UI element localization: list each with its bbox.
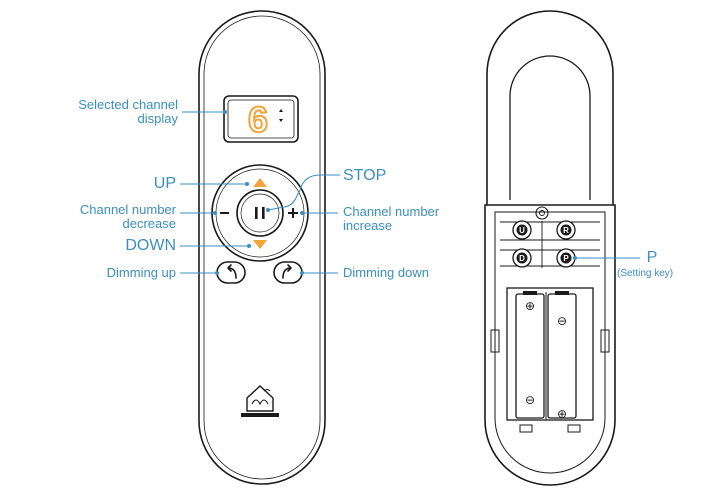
- svg-text:U: U: [519, 226, 525, 235]
- dimming-down-button[interactable]: [273, 261, 303, 284]
- label-stop: STOP: [343, 167, 387, 184]
- label-channel-increase: Channel number increase: [343, 204, 440, 233]
- brand-logo: [241, 385, 279, 417]
- svg-text:P: P: [563, 254, 569, 263]
- battery-left-plus: ⊕: [525, 299, 535, 313]
- back-remote-cavity: [494, 211, 606, 474]
- battery-right-plus: ⊕: [557, 407, 567, 421]
- back-clip-inner: [509, 55, 591, 200]
- screw-icon: [535, 206, 549, 220]
- label-setting-key: (Setting key): [617, 268, 674, 279]
- label-channel-decrease: Channel number decrease: [79, 202, 176, 231]
- leader-dots: [213, 110, 577, 275]
- battery-right-minus: ⊖: [557, 314, 567, 328]
- pause-icon[interactable]: [255, 207, 265, 219]
- back-button-d[interactable]: D: [512, 248, 532, 268]
- label-selected-channel: Selected channel display: [78, 97, 178, 126]
- dimming-down-icon: [282, 264, 292, 279]
- battery-left-minus: ⊖: [525, 393, 535, 407]
- back-button-r[interactable]: R: [556, 220, 576, 240]
- plus-icon[interactable]: [288, 208, 298, 218]
- label-up: UP: [153, 175, 176, 192]
- channel-display: 6: [223, 95, 299, 143]
- front-remote: 6: [198, 10, 326, 485]
- battery-compartment: ⊕ ⊖ ⊖ ⊕: [506, 287, 594, 421]
- svg-text:D: D: [519, 254, 525, 263]
- dimming-up-button[interactable]: [216, 261, 246, 284]
- leader-lines: [180, 111, 640, 274]
- label-dimming-down: Dimming down: [343, 265, 429, 280]
- back-remote: U R D P: [484, 10, 616, 486]
- back-button-u[interactable]: U: [512, 220, 532, 240]
- label-p: P: [646, 249, 658, 266]
- label-dimming-up: Dimming up: [106, 265, 176, 280]
- side-tabs: [490, 329, 610, 433]
- direction-pad[interactable]: [211, 164, 309, 262]
- front-remote-inner-outline: [203, 15, 321, 480]
- svg-text:R: R: [563, 226, 569, 235]
- channel-up-indicator: [279, 109, 283, 112]
- channel-digit: 6: [248, 99, 268, 140]
- label-down: DOWN: [125, 237, 176, 254]
- back-button-p[interactable]: P: [556, 248, 576, 268]
- dimming-up-icon: [227, 264, 237, 279]
- down-arrow-icon[interactable]: [253, 240, 267, 249]
- up-arrow-icon[interactable]: [253, 178, 267, 187]
- channel-down-indicator: [279, 119, 283, 122]
